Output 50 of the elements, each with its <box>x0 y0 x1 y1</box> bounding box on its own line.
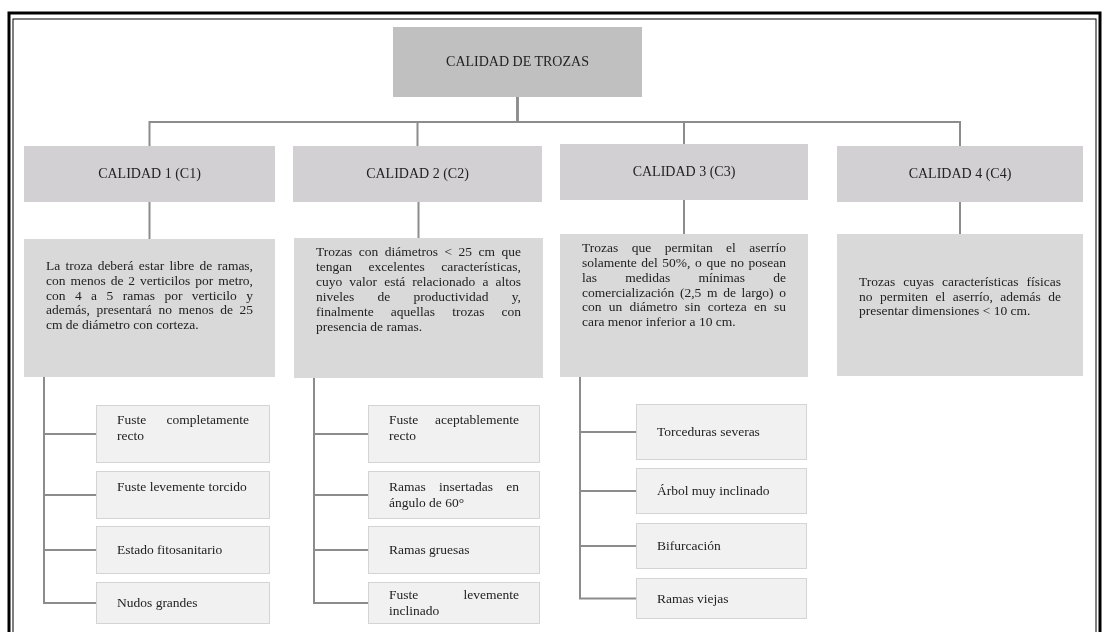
criterion-box <box>368 526 540 574</box>
description-text: Trozas con diámetros < 25 cm que tengan excelentes características, cuyo valor está relacionado a altos niveles de productividad y, finalmente aquellas trozas con presencia de ramas. <box>316 245 521 335</box>
description-box <box>837 234 1083 376</box>
description-text: Estado fitosanitario <box>117 542 224 558</box>
category-box <box>24 146 275 202</box>
criterion-box <box>636 404 807 460</box>
heading-text: CALIDAD 3 (C3) <box>631 164 737 180</box>
connector-line <box>417 201 420 239</box>
connector-line <box>313 377 369 604</box>
description-text: Fuste levemente inclinado <box>389 587 519 619</box>
description-text: Ramas viejas <box>657 590 730 607</box>
criterion-box <box>96 471 270 519</box>
category-box <box>560 144 808 200</box>
connector-line <box>148 201 151 240</box>
connector-line <box>959 201 961 235</box>
description-text: Torceduras severas <box>657 424 761 440</box>
heading-text: CALIDAD 2 (C2) <box>365 166 470 182</box>
criterion-box <box>368 471 540 519</box>
criterion-box <box>96 405 270 463</box>
description-box <box>560 234 808 377</box>
heading-text: CALIDAD 4 (C4) <box>907 166 1013 182</box>
criterion-box <box>636 578 807 619</box>
description-box <box>24 239 275 377</box>
heading-text: CALIDAD 1 (C1) <box>97 166 202 182</box>
description-text: Trozas cuyas características físicas no permiten el aserrío, además de presentar dimensiones < 10 cm. <box>859 274 1061 320</box>
heading-text: CALIDAD DE TROZAS <box>445 54 590 70</box>
description-text: Fuste completamente recto <box>117 412 249 444</box>
description-box <box>294 238 543 378</box>
title-box <box>393 27 642 97</box>
criterion-box <box>636 523 807 569</box>
criterion-box <box>96 582 270 624</box>
criterion-box <box>368 582 540 624</box>
description-text: Nudos grandes <box>117 595 199 611</box>
connector-line <box>43 376 97 604</box>
description-text: Ramas gruesas <box>389 542 471 558</box>
description-text: Trozas que permitan el aserrío solamente del 50%, o que no posean las medidas mínimas de comercialización (2,5 m de largo) o con un diámetro sin corteza en su cara menor inferior a 10 cm. <box>582 240 786 331</box>
criterion-box <box>96 526 270 574</box>
description-text: La troza deberá estar libre de ramas, con menos de 2 verticilos por metro, con 4 a 5 ramas por verticilo y además, presentará no menos de 25 cm de diámetro con corteza. <box>46 258 253 334</box>
criterion-box <box>368 405 540 463</box>
category-box <box>293 146 542 202</box>
category-box <box>837 146 1083 202</box>
description-text: Bifurcación <box>657 538 722 554</box>
criterion-box <box>636 468 807 514</box>
description-text: Fuste levemente torcido <box>117 479 248 495</box>
description-text: Ramas insertadas en ángulo de 60° <box>389 479 519 511</box>
connector-line <box>516 96 961 147</box>
description-text: Fuste aceptablemente recto <box>389 412 519 444</box>
connector-line <box>683 199 685 235</box>
description-text: Árbol muy inclinado <box>657 483 771 499</box>
connector-line <box>579 376 637 600</box>
